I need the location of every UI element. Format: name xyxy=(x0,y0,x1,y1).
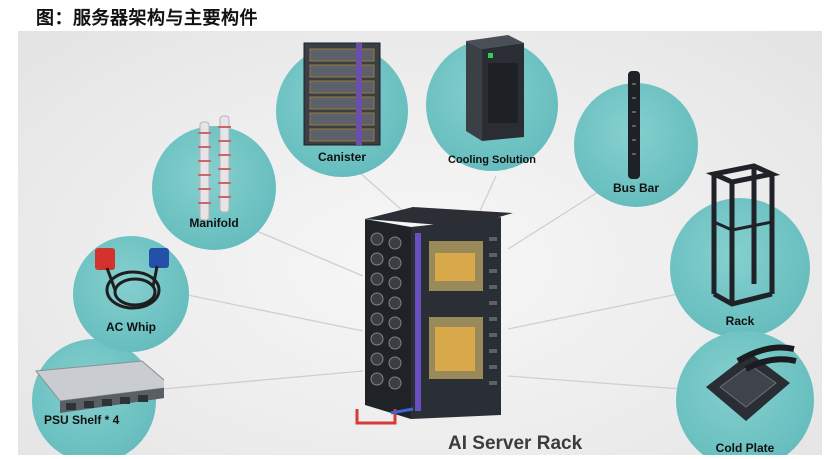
canister-icon xyxy=(303,42,381,146)
node-label-rack: Rack xyxy=(725,314,755,328)
node-label-psu-shelf: PSU Shelf * 4 xyxy=(44,413,120,427)
line-rack xyxy=(507,292,684,330)
line-canister xyxy=(357,170,404,212)
node-bus-bar: Bus Bar xyxy=(574,71,698,207)
node-canister: Canister xyxy=(276,42,408,177)
rack-icon xyxy=(705,163,780,307)
cooling-solution-icon xyxy=(466,35,524,141)
bus-bar-icon xyxy=(628,71,640,179)
node-label-cooling-solution: Cooling Solution xyxy=(448,154,536,166)
manifold-icon xyxy=(198,115,231,221)
server-architecture-figure: PSU Shelf * 4 AC Whip xyxy=(18,31,822,455)
node-label-bus-bar: Bus Bar xyxy=(612,181,659,195)
page-title: 图：服务器架构与主要构件 xyxy=(36,8,258,29)
node-label-cold-plate: Cold Plate xyxy=(715,441,775,455)
node-psu-shelf: PSU Shelf * 4 xyxy=(32,339,164,455)
node-ac-whip: AC Whip xyxy=(73,236,189,352)
node-label-ac-whip: AC Whip xyxy=(106,320,156,334)
line-cooling-solution xyxy=(479,175,497,212)
node-label-manifold: Manifold xyxy=(189,216,239,230)
line-cold-plate xyxy=(507,375,709,392)
cold-plate-icon xyxy=(706,344,797,421)
center-label-ai-server-rack: AI Server Rack xyxy=(448,433,583,454)
ac-whip-icon xyxy=(95,248,169,310)
node-cooling-solution: Cooling Solution xyxy=(426,35,558,171)
node-cold-plate: Cold Plate xyxy=(676,331,814,455)
ai-server-rack-image xyxy=(355,207,513,425)
line-ac-whip xyxy=(157,288,364,332)
node-manifold: Manifold xyxy=(152,115,276,250)
psu-shelf-icon xyxy=(35,360,164,413)
node-rack: Rack xyxy=(670,163,810,338)
node-label-canister: Canister xyxy=(317,150,367,164)
